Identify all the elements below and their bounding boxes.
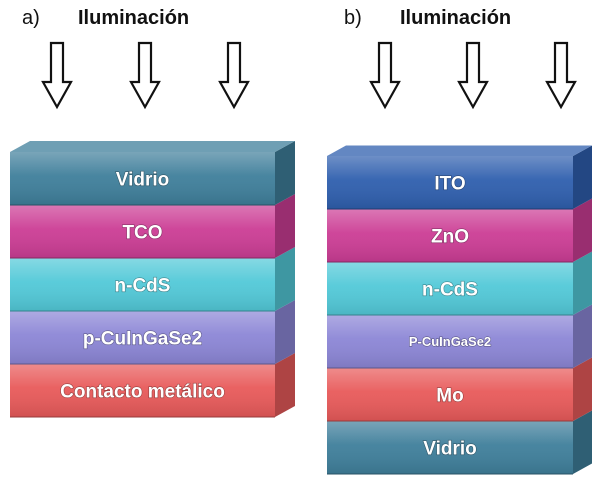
layer-highlight <box>10 205 275 258</box>
illumination-arrow-icon-3 <box>545 41 577 110</box>
layer-label: n-CdS <box>422 279 478 300</box>
illumination-arrow-icon-2 <box>457 41 489 110</box>
layer-side-face <box>573 410 592 474</box>
panel-a-title: Iluminación <box>78 7 189 29</box>
layer-side-face <box>275 300 295 364</box>
panel-a-arrows <box>41 41 250 110</box>
layer-highlight <box>10 152 275 205</box>
layer-side-face <box>275 194 295 258</box>
layer-highlight <box>327 315 573 368</box>
layer-highlight <box>327 421 573 474</box>
panel-a-layer-stack: Contacto metálico p-CuInGaSe2 n-CdS TCO Vidr… <box>10 141 295 418</box>
layer-top-face <box>10 141 295 152</box>
layer-1: Vidrio <box>10 141 295 206</box>
layer-2: TCO <box>10 194 295 259</box>
layer-highlight <box>327 368 573 421</box>
illumination-arrow-icon-1 <box>41 41 73 110</box>
illumination-arrow-icon-2 <box>129 41 161 110</box>
layer-1: ITO <box>327 145 592 210</box>
layer-3: n-CdS <box>327 251 592 316</box>
layer-label: Contacto metálico <box>60 381 225 402</box>
layer-side-face <box>275 141 295 205</box>
layer-6: Vidrio <box>327 410 592 475</box>
layer-4: P-CuInGaSe2 <box>327 304 592 369</box>
layer-top-face <box>327 145 592 156</box>
layer-side-face <box>573 357 592 421</box>
panel-b-letter: b) <box>344 7 362 29</box>
layer-highlight <box>327 209 573 262</box>
layer-label: n-CdS <box>115 275 171 296</box>
layer-label: Mo <box>436 385 463 406</box>
layer-label: Vidrio <box>116 169 170 190</box>
layer-label: p-CuInGaSe2 <box>83 328 202 349</box>
panel-b-title: Iluminación <box>400 7 511 29</box>
layer-label: Vidrio <box>423 438 477 459</box>
layer-label: TCO <box>122 222 162 243</box>
layer-highlight <box>327 156 573 209</box>
layer-highlight <box>10 364 275 417</box>
layer-side-face <box>573 304 592 368</box>
layer-4: p-CuInGaSe2 <box>10 300 295 365</box>
layer-side-face <box>275 247 295 311</box>
layer-2: ZnO <box>327 198 592 263</box>
panel-a-letter: a) <box>22 7 40 29</box>
layer-label: ITO <box>434 173 465 194</box>
layer-highlight <box>10 311 275 364</box>
panel-b-layer-stack: Vidrio Mo P-CuInGaSe2 n-CdS ZnO ITO <box>327 145 592 475</box>
layer-highlight <box>10 258 275 311</box>
layer-highlight <box>327 262 573 315</box>
layer-side-face <box>573 251 592 315</box>
layer-5: Contacto metálico <box>10 353 295 418</box>
layer-side-face <box>573 198 592 262</box>
layer-5: Mo <box>327 357 592 422</box>
illumination-arrow-icon-1 <box>369 41 401 110</box>
layer-label: ZnO <box>431 226 469 247</box>
layer-side-face <box>573 145 592 209</box>
layer-side-face <box>275 353 295 417</box>
layer-3: n-CdS <box>10 247 295 312</box>
panel-b-arrows <box>369 41 577 110</box>
illumination-arrow-icon-3 <box>218 41 250 110</box>
layer-label: P-CuInGaSe2 <box>409 334 491 349</box>
